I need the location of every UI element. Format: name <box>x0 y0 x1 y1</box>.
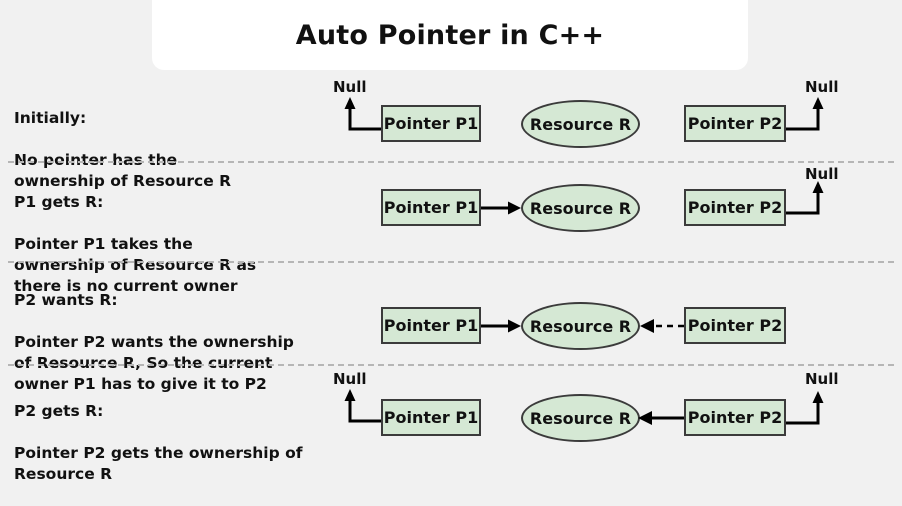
row-body: Pointer P1 takes the ownership of Resour… <box>14 235 257 295</box>
row-separator <box>8 261 894 263</box>
node-label: Pointer P1 <box>383 198 479 217</box>
node-pointer-p1[interactable]: Pointer P1 <box>381 307 481 344</box>
row-body: Pointer P2 gets the ownership of Resourc… <box>14 444 303 483</box>
arrow-p2-to-resource-dashed <box>640 319 684 333</box>
node-pointer-p1[interactable]: Pointer P1 <box>381 105 481 142</box>
node-label: Resource R <box>529 114 632 134</box>
diagram-canvas: Auto Pointer in C++ Initially: No pointe… <box>0 0 902 483</box>
row-separator <box>8 364 894 366</box>
row-description: P2 gets R: Pointer P2 gets the ownership… <box>14 380 324 506</box>
node-label: Pointer P2 <box>687 198 783 217</box>
row-p1-gets-r: P1 gets R: Pointer P1 takes the ownershi… <box>0 165 902 295</box>
row-description: P1 gets R: Pointer P1 takes the ownershi… <box>14 171 324 318</box>
node-pointer-p2[interactable]: Pointer P2 <box>684 307 786 344</box>
node-label: Resource R <box>529 408 632 428</box>
row-initially: Initially: No pointer has the ownership … <box>0 75 902 190</box>
node-pointer-p2[interactable]: Pointer P2 <box>684 399 786 436</box>
row-heading: P1 gets R: <box>14 193 104 211</box>
node-pointer-p1[interactable]: Pointer P1 <box>381 399 481 436</box>
node-label: Pointer P1 <box>383 316 479 335</box>
title-card: Auto Pointer in C++ <box>152 0 748 70</box>
row-heading: P2 wants R: <box>14 291 118 309</box>
node-label: Resource R <box>529 316 632 336</box>
row-body: Pointer P2 wants the ownership of Resour… <box>14 333 294 393</box>
node-pointer-p2[interactable]: Pointer P2 <box>684 189 786 226</box>
null-arrow-right <box>786 97 824 131</box>
node-label: Pointer P2 <box>687 114 783 133</box>
row-description: P2 wants R: Pointer P2 wants the ownersh… <box>14 269 324 416</box>
node-label: Pointer P1 <box>383 408 479 427</box>
arrow-p1-to-resource <box>481 319 521 333</box>
node-label: Pointer P2 <box>687 316 783 335</box>
row-description: Initially: No pointer has the ownership … <box>14 87 324 213</box>
node-pointer-p1[interactable]: Pointer P1 <box>381 189 481 226</box>
null-arrow-right <box>786 181 824 215</box>
null-label-right: Null <box>805 165 839 183</box>
node-resource-r[interactable]: Resource R <box>521 184 640 232</box>
null-label-right: Null <box>805 78 839 96</box>
node-resource-r[interactable]: Resource R <box>521 302 640 350</box>
arrow-p1-to-resource <box>481 201 521 215</box>
arrow-p2-to-resource <box>638 411 684 425</box>
null-label-right: Null <box>805 370 839 388</box>
row-p2-gets-r: P2 gets R: Pointer P2 gets the ownership… <box>0 368 902 483</box>
node-label: Pointer P2 <box>687 408 783 427</box>
null-label-left: Null <box>333 78 367 96</box>
null-label-left: Null <box>333 370 367 388</box>
node-resource-r[interactable]: Resource R <box>521 394 640 442</box>
node-pointer-p2[interactable]: Pointer P2 <box>684 105 786 142</box>
page-title: Auto Pointer in C++ <box>295 19 605 51</box>
node-resource-r[interactable]: Resource R <box>521 100 640 148</box>
node-label: Pointer P1 <box>383 114 479 133</box>
node-label: Resource R <box>529 198 632 218</box>
null-arrow-right <box>786 391 824 425</box>
row-separator <box>8 161 894 163</box>
row-heading: Initially: <box>14 109 87 127</box>
row-body: No pointer has the ownership of Resource… <box>14 151 232 190</box>
row-heading: P2 gets R: <box>14 402 104 420</box>
row-p2-wants-r: P2 wants R: Pointer P2 wants the ownersh… <box>0 265 902 393</box>
